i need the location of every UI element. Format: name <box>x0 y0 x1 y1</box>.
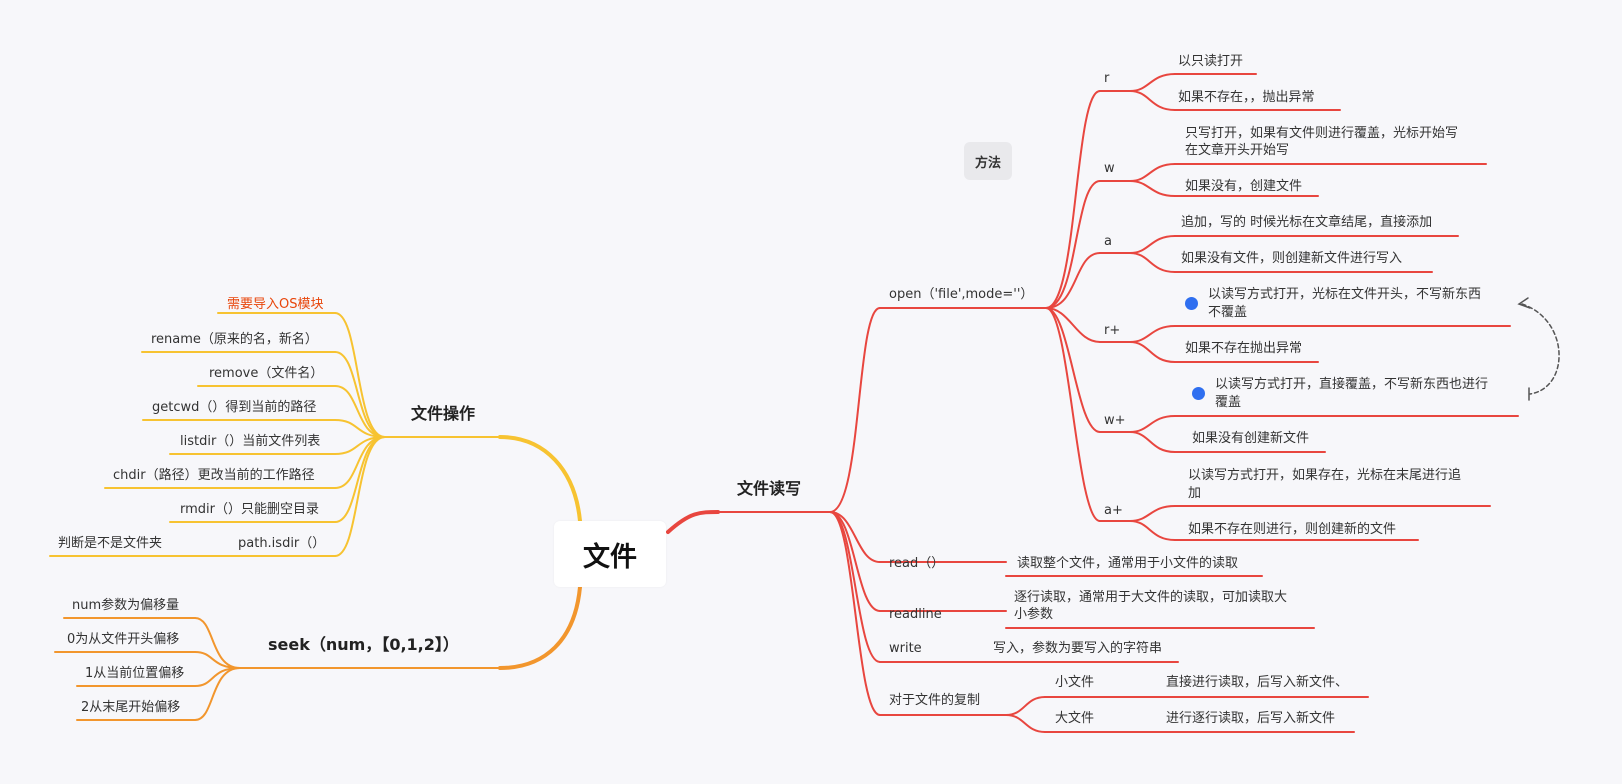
mode-w-desc-1a[interactable]: 只写打开，如果有文件则进行覆盖，光标开始写 <box>1185 126 1459 141</box>
readline-node[interactable]: readline <box>889 607 942 622</box>
file-ops-topic[interactable]: 文件操作 <box>411 404 476 423</box>
mode-r-plus[interactable]: r+ <box>1104 323 1121 338</box>
file-ops-isdir[interactable]: path.isdir（） <box>238 536 326 551</box>
mode-a[interactable]: a <box>1104 234 1112 249</box>
write-node[interactable]: write <box>889 641 922 656</box>
readline-desc-b[interactable]: 小参数 <box>1014 607 1054 622</box>
copy-small-desc[interactable]: 直接进行读取，后写入新文件、 <box>1166 675 1349 690</box>
mode-r[interactable]: r <box>1104 71 1110 86</box>
file-ops-listdir[interactable]: listdir（）当前文件列表 <box>180 434 321 449</box>
mode-w-plus-desc-1b[interactable]: 覆盖 <box>1215 395 1242 410</box>
file-ops-remove[interactable]: remove（文件名） <box>209 366 324 381</box>
mode-r-plus-desc-1b[interactable]: 不覆盖 <box>1208 305 1248 320</box>
seek-item-1[interactable]: 0为从文件开头偏移 <box>67 632 180 647</box>
mode-w-plus[interactable]: w+ <box>1104 413 1126 428</box>
marker-dot-icon <box>1192 387 1205 400</box>
mode-a-plus-desc-1b[interactable]: 加 <box>1188 486 1202 501</box>
read-node[interactable]: read（） <box>889 556 945 571</box>
mode-w-plus-desc-1a[interactable]: 以读写方式打开，直接覆盖，不写新东西也进行 <box>1215 377 1489 392</box>
method-marker[interactable]: 方法 <box>964 142 1012 180</box>
file-ops-rmdir[interactable]: rmdir（）只能删空目录 <box>180 502 319 517</box>
mode-r-plus-desc-1a[interactable]: 以读写方式打开，光标在文件开头，不写新东西 <box>1208 287 1482 302</box>
root-node[interactable]: 文件 <box>554 521 666 587</box>
copy-big-desc[interactable]: 进行逐行读取，后写入新文件 <box>1166 711 1336 726</box>
seek-item-0[interactable]: num参数为偏移量 <box>72 598 180 613</box>
readline-desc-a[interactable]: 逐行读取，通常用于大文件的读取，可加读取大 <box>1014 590 1288 605</box>
copy-small[interactable]: 小文件 <box>1055 675 1095 690</box>
mode-a-desc-2[interactable]: 如果没有文件，则创建新文件进行写入 <box>1181 251 1403 266</box>
mode-r-plus-desc-2[interactable]: 如果不存在抛出异常 <box>1185 341 1303 356</box>
open-node[interactable]: open（'file',mode=''） <box>889 287 1034 302</box>
file-ops-chdir[interactable]: chdir（路径）更改当前的工作路径 <box>113 468 315 483</box>
copy-node[interactable]: 对于文件的复制 <box>889 693 981 708</box>
file-ops-isdir-desc[interactable]: 判断是不是文件夹 <box>58 536 163 551</box>
mode-w-plus-desc-2[interactable]: 如果没有创建新文件 <box>1192 431 1310 446</box>
mode-w[interactable]: w <box>1104 161 1115 176</box>
marker-dot-icon <box>1185 297 1198 310</box>
read-desc[interactable]: 读取整个文件，通常用于小文件的读取 <box>1017 556 1239 571</box>
mode-w-desc-1b[interactable]: 在文章开头开始写 <box>1185 143 1290 158</box>
file-ops-rename[interactable]: rename（原来的名，新名） <box>151 332 318 347</box>
mode-a-plus[interactable]: a+ <box>1104 503 1123 518</box>
write-desc[interactable]: 写入，参数为要写入的字符串 <box>993 641 1163 656</box>
mode-r-desc-2[interactable]: 如果不存在，，抛出异常 <box>1178 90 1315 105</box>
seek-topic[interactable]: seek（num，【0,1,2】） <box>268 635 459 654</box>
mode-r-desc-1[interactable]: 以只读打开 <box>1178 54 1244 69</box>
mode-a-desc-1[interactable]: 追加，写的 时候光标在文章结尾，直接添加 <box>1181 215 1433 230</box>
seek-item-2[interactable]: 1从当前位置偏移 <box>85 666 185 681</box>
file-ops-note[interactable]: 需要导入OS模块 <box>227 297 324 312</box>
file-ops-getcwd[interactable]: getcwd（）得到当前的路径 <box>152 400 317 415</box>
mode-a-plus-desc-1a[interactable]: 以读写方式打开，如果存在，光标在末尾进行追 <box>1188 468 1462 483</box>
seek-item-3[interactable]: 2从末尾开始偏移 <box>81 700 181 715</box>
mode-a-plus-desc-2[interactable]: 如果不存在则进行，则创建新的文件 <box>1188 522 1397 537</box>
copy-big[interactable]: 大文件 <box>1055 711 1095 726</box>
rw-topic[interactable]: 文件读写 <box>737 479 802 498</box>
mode-w-desc-2[interactable]: 如果没有，创建文件 <box>1185 179 1303 194</box>
